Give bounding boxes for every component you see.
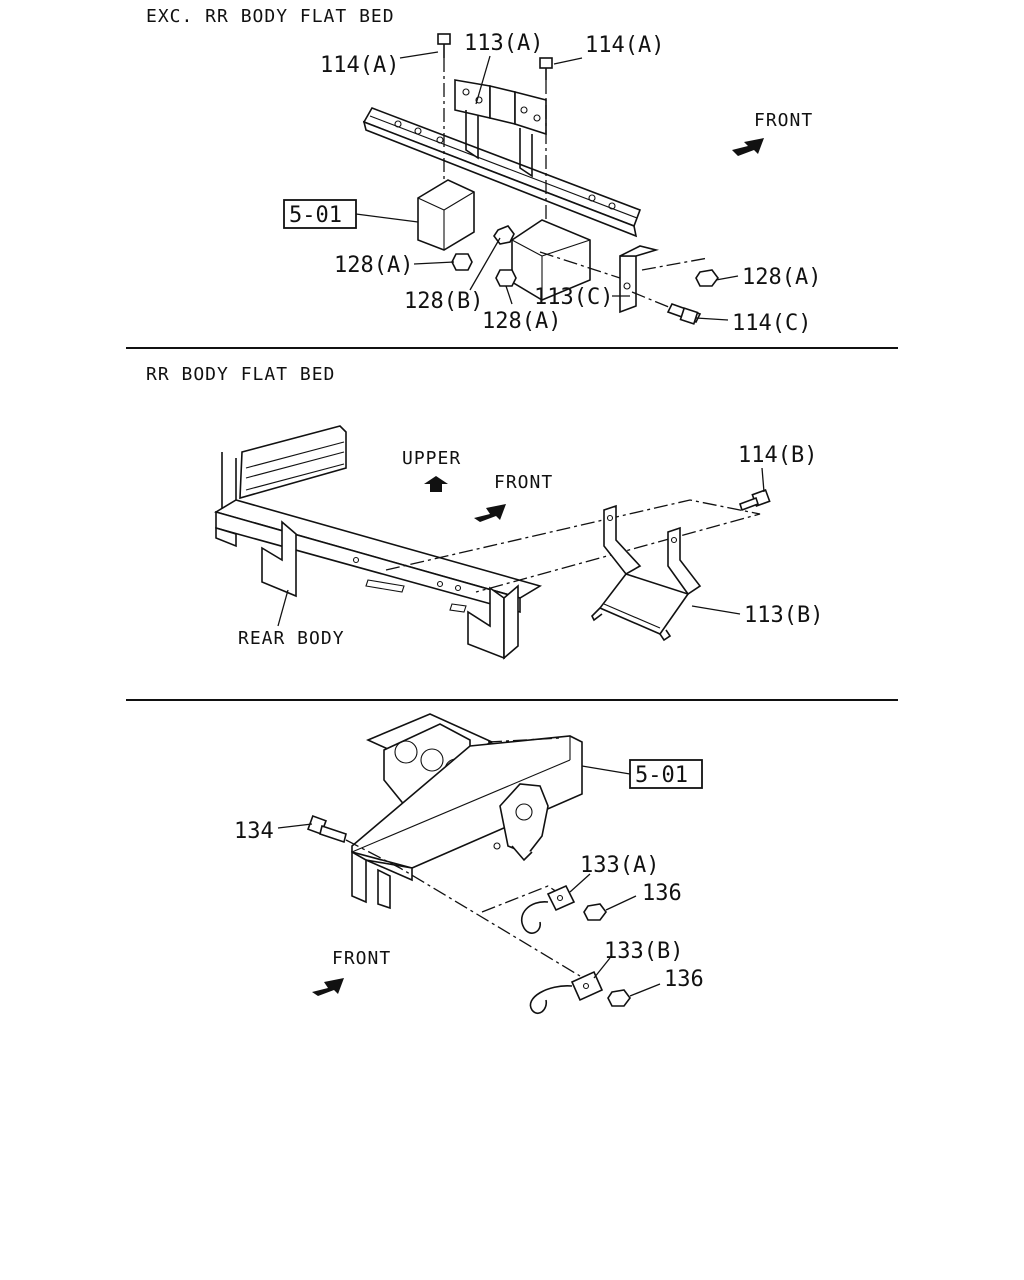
bracket-113a (454, 79, 547, 178)
front-arrow-icon (312, 978, 344, 996)
label-113c: 113(C) (534, 285, 613, 310)
label-133b: 133(B) (604, 939, 683, 964)
ref-box-5-01 (283, 199, 357, 229)
nut-136-top (583, 903, 607, 921)
label-front: FRONT (332, 948, 391, 969)
bolt-114a-left (437, 33, 451, 58)
label-rear-body: REAR BODY (238, 628, 345, 649)
lower-bracket-left (417, 179, 475, 251)
section-tow-hooks: 5-01 134 133(A) 136 133(B) 136 FRONT (234, 713, 704, 1015)
front-arrow-icon (732, 138, 764, 156)
label-upper: UPPER (402, 448, 461, 469)
section-exc-rr-body-flat-bed: EXC. RR BODY FLAT BED (146, 6, 821, 336)
nut-128a-right (695, 269, 719, 287)
label-front: FRONT (494, 472, 553, 493)
bolt-114a-right (539, 57, 553, 80)
ref-5-01-label: 5-01 (289, 203, 342, 228)
tow-hook-bracket (493, 783, 549, 862)
bolt-114b (738, 488, 771, 512)
tow-hook-133a (521, 884, 576, 934)
frame-leg-right (467, 584, 519, 660)
nut-128b (493, 225, 515, 245)
cross-rail (362, 107, 642, 238)
label-128a-mid: 128(A) (482, 309, 561, 334)
ref-5-01-label: 5-01 (635, 763, 688, 788)
rear-cross-member (351, 735, 583, 910)
tow-hook-133b (529, 970, 604, 1015)
nut-128a-left (451, 253, 473, 271)
label-128b: 128(B) (404, 289, 483, 314)
label-114a-right: 114(A) (585, 33, 664, 58)
label-114c: 114(C) (732, 311, 811, 336)
nut-136-bottom (607, 989, 631, 1007)
label-114b: 114(B) (738, 443, 817, 468)
label-134: 134 (234, 819, 274, 844)
label-113a: 113(A) (464, 31, 543, 56)
nut-128a-mid (495, 269, 517, 287)
bolt-134 (307, 815, 347, 844)
label-front: FRONT (754, 110, 813, 131)
front-arrow-icon (474, 504, 506, 522)
label-136-top: 136 (642, 881, 682, 906)
label-133a: 133(A) (580, 853, 659, 878)
label-136-bottom: 136 (664, 967, 704, 992)
bracket-113b (591, 504, 702, 642)
upper-arrow-icon (424, 476, 448, 492)
section-title: RR BODY FLAT BED (146, 364, 335, 385)
bracket-113c (511, 219, 660, 314)
ref-box-5-01 (629, 759, 703, 789)
section-title: EXC. RR BODY FLAT BED (146, 6, 395, 27)
label-128a-left: 128(A) (334, 253, 413, 278)
label-128a-right: 128(A) (742, 265, 821, 290)
bolt-114c (666, 303, 702, 325)
rear-body (221, 425, 347, 510)
label-113b: 113(B) (744, 603, 823, 628)
frame-leg-left (261, 520, 297, 598)
section-rr-body-flat-bed: RR BODY FLAT BED (146, 364, 823, 660)
label-114a-left: 114(A) (320, 53, 399, 78)
